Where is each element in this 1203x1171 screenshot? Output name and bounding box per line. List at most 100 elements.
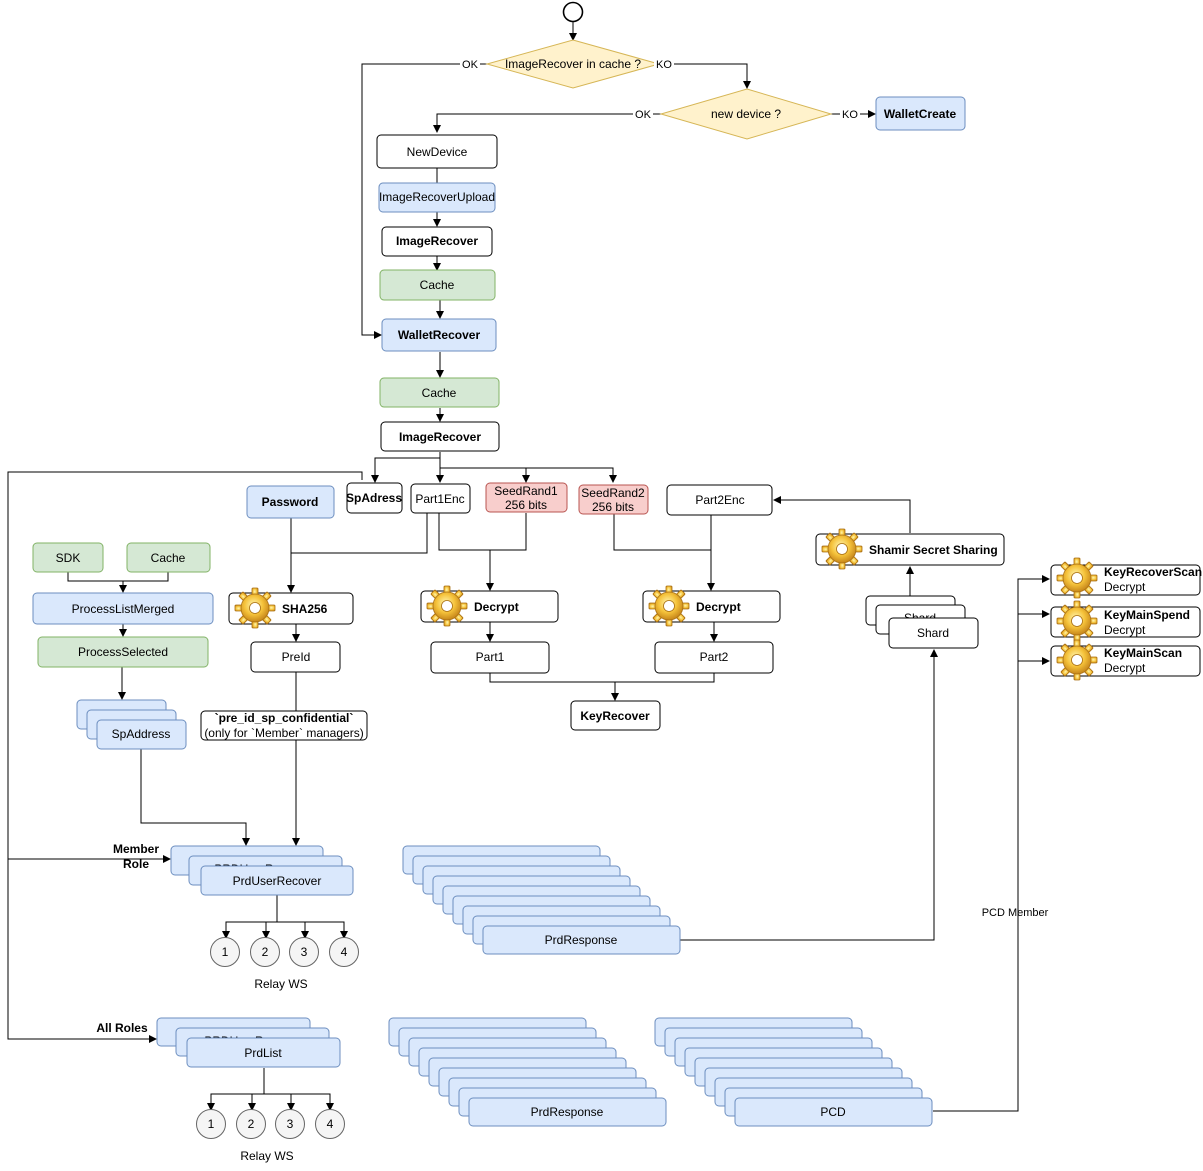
gear-icon [1056,639,1098,681]
svg-text:Decrypt: Decrypt [1104,580,1146,594]
svg-text:Cache: Cache [422,386,457,400]
svg-text:3: 3 [287,1117,294,1131]
gear-icon [1056,557,1098,599]
cache-node-3: Cache [126,542,211,573]
svg-text:KeyMainSpend: KeyMainSpend [1104,608,1190,622]
gear-icon [234,587,276,629]
relay-node [196,1109,226,1139]
svg-text:Part1Enc: Part1Enc [415,492,464,506]
key-recover-node: KeyRecover [570,700,661,731]
ok-label: OK [462,59,479,71]
wallet-recover-node: WalletRecover [381,318,497,352]
pre-id-sp-confidential-node: `pre_id_sp_confidential` (only for `Memb… [200,710,368,741]
process-selected-node: ProcessSelected [37,636,209,668]
svg-text:ImageRecover: ImageRecover [399,430,481,444]
relay-ws-label-2: Relay WS [240,1149,293,1163]
svg-text:2: 2 [262,945,269,959]
svg-text:256 bits: 256 bits [505,498,547,512]
gear-icon [426,585,468,627]
prd-response-stack: PrdResponse [402,845,681,955]
part1-enc-node: Part1Enc [410,483,471,514]
ko-label-2: KO [842,109,858,121]
image-recover-upload-node: ImageRecoverUpload [378,182,496,213]
password-node: Password [246,485,335,519]
svg-text:Shamir Secret Sharing: Shamir Secret Sharing [869,543,998,557]
pcd-stack: PCD [654,1017,933,1127]
prd-list-stack: PRDUserRecover PrdList [156,1017,341,1068]
edges [7,22,1050,1112]
sdk-node: SDK [32,542,104,573]
relay-node [315,1109,345,1139]
gear-icon [1056,600,1098,642]
svg-text:Part2Enc: Part2Enc [695,493,744,507]
svg-text:Cache: Cache [420,278,455,292]
svg-text:1: 1 [222,945,229,959]
pcd-member-label: PCD Member [982,907,1049,919]
svg-text:SeedRand1: SeedRand1 [494,484,558,498]
part2-node: Part2 [654,641,774,674]
part2-enc-node: Part2Enc [666,484,773,516]
svg-text:Shard: Shard [917,626,949,640]
svg-text:SeedRand2: SeedRand2 [581,486,645,500]
relay-node [289,937,319,967]
wallet-create-node: WalletCreate [875,96,966,131]
member-role-label-2: Role [123,857,149,871]
svg-text:Part1: Part1 [476,650,505,664]
sha256-node: SHA256 [228,587,354,629]
svg-text:ProcessSelected: ProcessSelected [78,645,168,659]
relay-node [236,1109,266,1139]
svg-text:KeyRecoverScan: KeyRecoverScan [1104,565,1202,579]
svg-text:KeyRecover: KeyRecover [580,709,650,723]
prd-user-recover-stack: PRDUserRecover PrdUserRecover [170,845,354,896]
svg-text:ProcessListMerged: ProcessListMerged [72,602,175,616]
svg-text:Decrypt: Decrypt [696,600,741,614]
relay-node [250,937,280,967]
relay-node [210,937,240,967]
svg-text:WalletRecover: WalletRecover [398,328,481,342]
svg-text:4: 4 [341,945,348,959]
svg-text:1: 1 [208,1117,215,1131]
svg-text:WalletCreate: WalletCreate [884,107,957,121]
svg-text:NewDevice: NewDevice [407,145,468,159]
relay-ws-label: Relay WS [254,977,307,991]
part1-node: Part1 [430,641,550,674]
cache-node: Cache [379,269,496,301]
svg-text:256 bits: 256 bits [592,500,634,514]
svg-text:Part2: Part2 [700,650,729,664]
pre-id-node: PreId [250,641,341,673]
svg-text:PrdList: PrdList [244,1046,282,1060]
prd-response-stack-2: PrdResponse [388,1017,667,1127]
seed-rand1-node: SeedRand1 256 bits [485,482,568,513]
svg-text:PrdResponse: PrdResponse [531,1105,604,1119]
relay-ws-2: 1 2 3 4 Relay WS [196,1109,345,1163]
svg-text:3: 3 [301,945,308,959]
seed-rand2-node: SeedRand2 256 bits [578,484,649,515]
svg-text:KeyMainScan: KeyMainScan [1104,646,1182,660]
ok-label-2: OK [635,109,652,121]
sp-adress-node: SpAdress [346,482,403,514]
decrypt-node-2: Decrypt [642,585,781,627]
svg-text:PCD: PCD [820,1105,846,1119]
svg-text:SpAddress: SpAddress [112,727,171,741]
image-recover-node: ImageRecover [381,226,493,257]
svg-text:SDK: SDK [56,551,81,565]
relay-ws-1: 1 2 3 4 Relay WS [210,937,359,991]
key-main-spend-node: KeyMainSpend Decrypt [1050,600,1201,642]
svg-text:(only for `Member` managers): (only for `Member` managers) [204,726,363,740]
image-recover-node-2: ImageRecover [380,421,500,452]
shamir-secret-sharing-node: Shamir Secret Sharing [815,528,1005,570]
key-recover-scan-node: KeyRecoverScan Decrypt [1050,557,1202,599]
gear-icon [648,585,690,627]
svg-text:ImageRecoverUpload: ImageRecoverUpload [379,190,495,204]
svg-text:Password: Password [262,495,319,509]
svg-text:2: 2 [248,1117,255,1131]
svg-text:`pre_id_sp_confidential`: `pre_id_sp_confidential` [215,711,354,725]
decision-image-recover-in-cache: ImageRecover in cache ? [485,39,661,89]
all-roles-label: All Roles [96,1021,148,1035]
svg-text:SHA256: SHA256 [282,602,328,616]
decision-cache-label: ImageRecover in cache ? [505,57,641,71]
svg-text:PrdUserRecover: PrdUserRecover [233,874,322,888]
key-main-scan-node: KeyMainScan Decrypt [1050,639,1201,681]
svg-text:ImageRecover: ImageRecover [396,234,478,248]
